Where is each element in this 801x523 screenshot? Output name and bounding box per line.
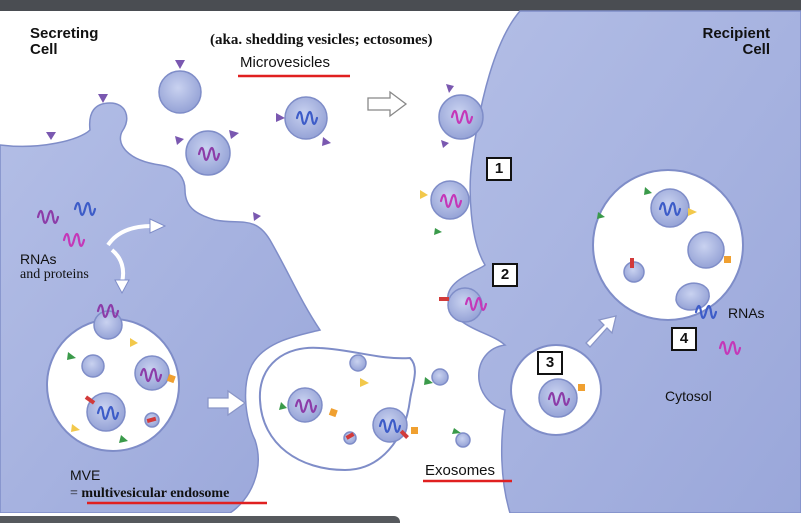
step-1-box: 1 [486,157,512,181]
recipient-cell-label-line1: Recipient [702,25,770,42]
recipient-cell-label-line2: Cell [742,41,770,58]
fused-mve [258,346,416,472]
bottom-bar-light [400,513,801,523]
arrow-outline-icon [367,90,408,118]
arrow-outline-icon [149,218,167,234]
rnas-proteins-line2: and proteins [20,267,89,282]
mve-label: MVE [70,467,101,483]
recipient-cell-label: Recipient Cell [690,26,770,58]
secreting-cell-label-line1: Secreting [30,25,99,42]
mve-full: multivesicular endosome [81,486,230,501]
secreting-cell-label: Secreting Cell [30,26,98,58]
arrow-right-icon [585,315,617,348]
secreting-cell [0,102,322,514]
exosomes-label: Exosomes [425,462,496,479]
mve-eq: = [70,486,82,501]
step-3-box: 3 [537,351,563,375]
step-4-box: 4 [671,327,697,351]
bottom-bar-dark [0,516,400,523]
top-bar [0,0,801,11]
microvesicles-label: Microvesicles [240,54,331,71]
step-2-box: 2 [492,263,518,287]
aka-label: (aka. shedding vesicles; ectosomes) [210,32,433,48]
mve-definition: = multivesicular endosome [70,486,229,502]
rnas-proteins-label: RNAs and proteins [20,251,89,283]
cytosol-label: Cytosol [665,388,712,404]
endosome-step-4 [592,169,744,321]
rnas-proteins-line1: RNAs [20,251,57,267]
bottom-bar [0,513,801,523]
secreting-cell-label-line2: Cell [30,41,58,58]
rnas-label: RNAs [728,305,765,321]
arrow-right-icon [207,389,247,417]
